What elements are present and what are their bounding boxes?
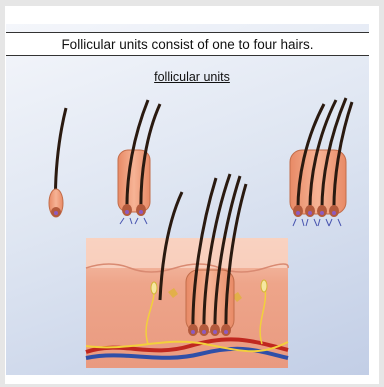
dermal-papilla	[125, 210, 129, 214]
dermal-papilla	[308, 211, 312, 215]
dermal-papilla	[202, 330, 206, 334]
sensory-receptor	[261, 280, 267, 292]
vessel-branches	[120, 218, 147, 224]
dermal-papilla	[54, 211, 58, 215]
dermal-papilla	[332, 211, 336, 215]
dermal-papilla	[213, 330, 217, 334]
vessel-branches	[293, 219, 341, 226]
dermal-papilla	[139, 210, 143, 214]
dermal-papilla	[191, 330, 195, 334]
dermal-papilla	[320, 211, 324, 215]
sensory-receptor	[151, 282, 157, 294]
follicular-unit-two-hairs	[118, 100, 160, 224]
dermal-papilla	[224, 330, 228, 334]
follicular-unit-four-hairs	[290, 98, 352, 226]
epidermis-layer	[86, 238, 288, 268]
skin-cross-section	[86, 174, 288, 368]
follicular-unit-one-hair	[49, 108, 66, 217]
dermal-papilla	[296, 211, 300, 215]
